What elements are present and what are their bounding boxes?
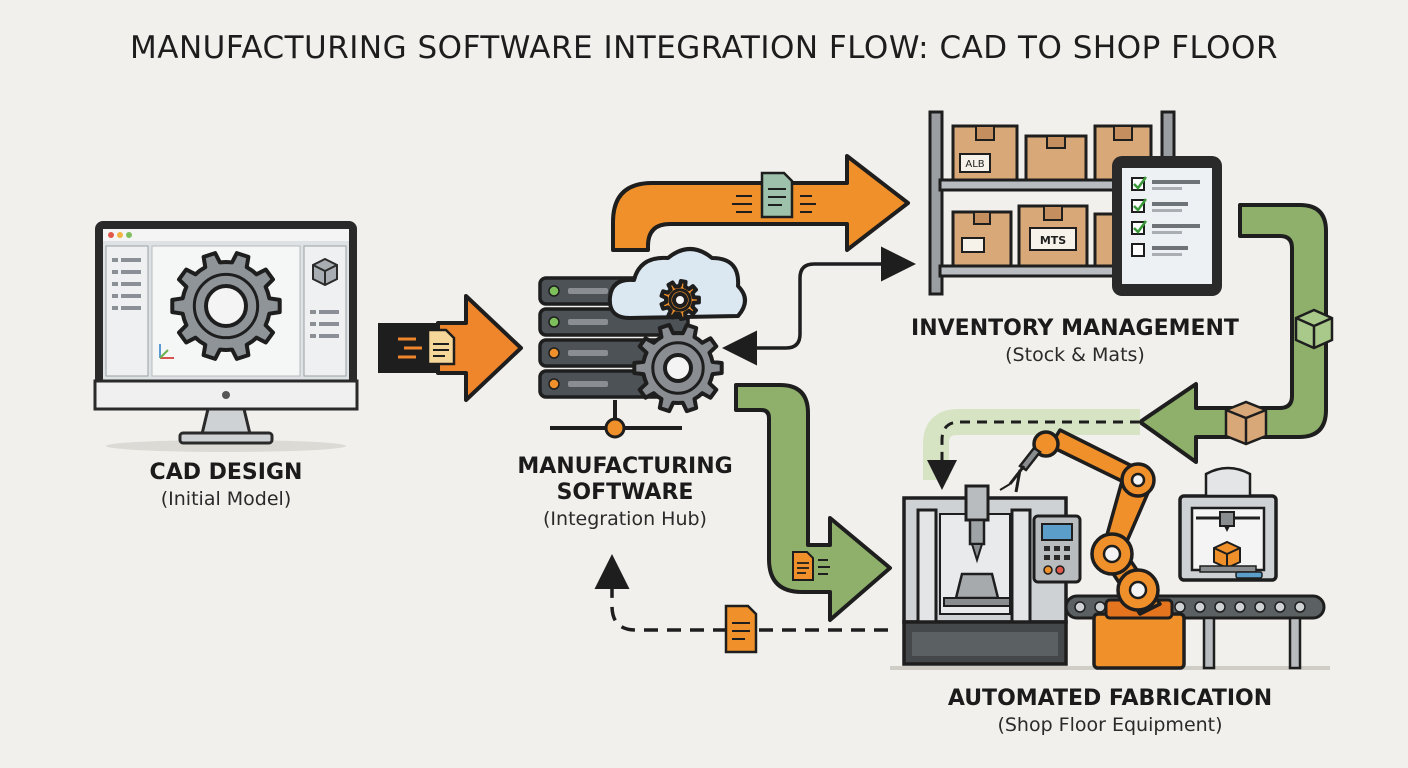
inventory-title: INVENTORY MANAGEMENT <box>911 316 1239 341</box>
box-label-alb: ALB <box>965 159 984 170</box>
document-icon <box>724 604 758 654</box>
cad-design-label: CAD DESIGN (Initial Model) <box>96 460 356 512</box>
box-icon <box>1224 400 1268 446</box>
software-title-line1: MANUFACTURING <box>517 454 733 479</box>
box-icon <box>951 210 1013 268</box>
software-label: MANUFACTURING SOFTWARE (Integration Hub) <box>490 454 760 532</box>
robot-arm-icon <box>999 428 1186 670</box>
arrow-fabrication-feedback <box>594 554 888 654</box>
arrow-inventory-to-fabrication <box>923 203 1334 490</box>
arrow-cad-to-software <box>378 294 523 402</box>
cloud-icon <box>607 247 747 320</box>
fabrication-title: AUTOMATED FABRICATION <box>947 686 1273 711</box>
document-icon <box>760 171 794 219</box>
page-title: MANUFACTURING SOFTWARE INTEGRATION FLOW:… <box>130 30 1278 66</box>
gear-icon <box>632 322 724 414</box>
box-icon: ALB <box>951 124 1019 182</box>
3d-printer-icon <box>1178 466 1278 582</box>
cad-design-subtitle: (Initial Model) <box>160 488 292 510</box>
software-title-line2: SOFTWARE <box>556 480 694 505</box>
gear-icon <box>659 279 701 321</box>
cad-design-title: CAD DESIGN <box>149 460 303 485</box>
document-icon <box>426 328 456 366</box>
fabrication-label: AUTOMATED FABRICATION (Shop Floor Equipm… <box>900 686 1320 738</box>
box-icon: MTS <box>1017 204 1089 268</box>
cnc-machine-icon <box>890 484 1330 670</box>
arrow-software-to-fabrication <box>734 383 892 622</box>
shelf-icon: ALB MTS <box>928 110 1176 296</box>
software-subtitle: (Integration Hub) <box>543 508 707 530</box>
inventory-label: INVENTORY MANAGEMENT (Stock & Mats) <box>880 316 1270 368</box>
document-icon <box>792 551 814 581</box>
box-label-mts: MTS <box>1040 234 1066 247</box>
sync-arrow <box>748 246 916 350</box>
inventory-subtitle: (Stock & Mats) <box>1005 344 1145 366</box>
fabrication-subtitle: (Shop Floor Equipment) <box>997 714 1223 736</box>
cube-icon <box>312 257 338 287</box>
gear-icon <box>170 251 282 361</box>
box-icon <box>1024 134 1088 182</box>
arrow-software-to-inventory <box>611 154 910 252</box>
box-icon <box>1294 308 1334 350</box>
tablet-checklist-icon <box>1112 156 1222 296</box>
box-icon <box>1213 540 1241 570</box>
